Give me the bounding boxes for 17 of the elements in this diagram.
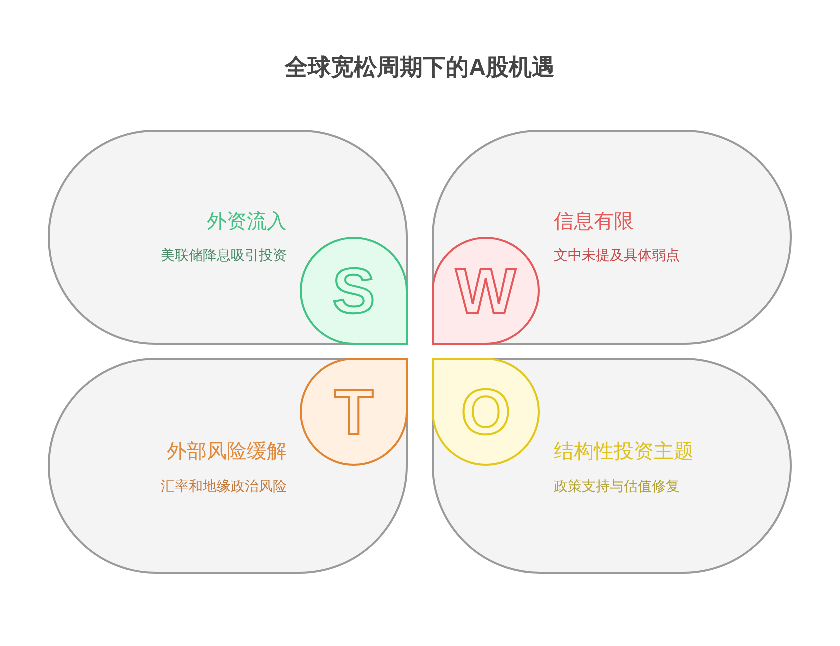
- card-text: 汇率和地缘政治风险: [161, 479, 287, 495]
- rounded-card: [48, 130, 408, 345]
- rounded-card: [432, 130, 792, 345]
- card-heading: 信息有限: [554, 210, 634, 232]
- card-heading: 外资流入: [207, 210, 287, 232]
- letter-badge: T: [300, 358, 408, 466]
- letter-badge: O: [432, 358, 540, 466]
- card-text: 政策支持与估值修复: [554, 479, 680, 495]
- rounded-card: [432, 358, 792, 574]
- rounded-card: [48, 358, 408, 574]
- card-text: 美联储降息吸引投资: [161, 248, 287, 264]
- letter-badge: W: [432, 237, 540, 345]
- letter-badge: S: [300, 237, 408, 345]
- card-text: 文中未提及具体弱点: [554, 248, 680, 264]
- card-heading: 结构性投资主题: [554, 440, 694, 462]
- diagram-title: 全球宽松周期下的A股机遇: [284, 53, 556, 81]
- card-heading: 外部风险缓解: [167, 440, 287, 462]
